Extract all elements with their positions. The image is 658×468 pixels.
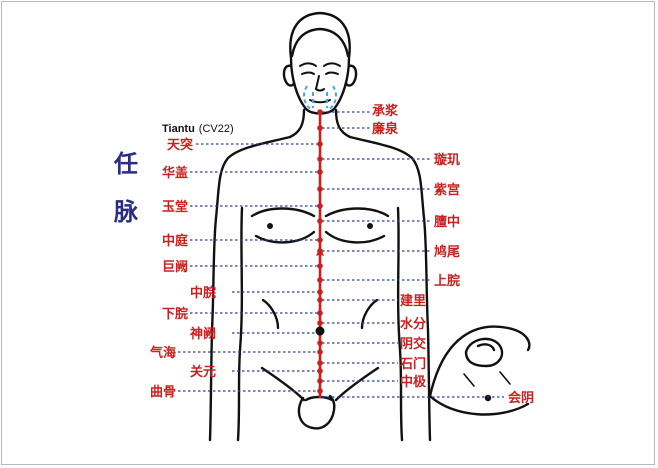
meridian-title-char2: 脉 xyxy=(113,197,139,226)
left-nipple xyxy=(267,223,273,229)
acupoint-dot-0 xyxy=(317,141,323,147)
acupoint-dot-14 xyxy=(317,186,323,192)
acupoint-dot-21 xyxy=(317,360,323,366)
face-features xyxy=(300,63,340,102)
acupoint-label-shanzhong: 膻中 xyxy=(434,214,460,230)
acupoint-dot-19 xyxy=(317,320,323,326)
acupoint-label-chengjiang: 承浆 xyxy=(372,103,399,119)
acupoint-label-lianquan: 廉泉 xyxy=(372,121,399,137)
acupoint-label-guanyuan: 关元 xyxy=(190,364,216,380)
acupoint-label-qugu: 曲骨 xyxy=(150,384,176,400)
acupoint-label-zhongwan: 中脘 xyxy=(190,285,216,301)
acupoint-dot-1 xyxy=(317,169,323,175)
acupoint-label-shimen: 石门 xyxy=(399,356,426,372)
acupoint-dot-15 xyxy=(317,218,323,224)
acupoint-dot-3 xyxy=(317,237,323,243)
acupoint-dot-17 xyxy=(317,277,323,283)
acupoint-label-huagai: 华盖 xyxy=(162,165,188,181)
acupoint-label-shuifen: 水分 xyxy=(400,316,426,332)
acupoint-dot-13 xyxy=(317,156,323,162)
acupoint-label-shenque: 神阙 xyxy=(190,326,216,342)
acupoint-dot-20 xyxy=(317,340,323,346)
tiantu-caption-code: (CV22) xyxy=(199,123,234,135)
acupoint-dot-2 xyxy=(317,203,323,209)
acupoint-label-jiuwei: 鸠尾 xyxy=(434,244,460,260)
acupoint-dot-18 xyxy=(317,297,323,303)
acupoint-label-shangwan: 上脘 xyxy=(434,273,460,289)
acupoint-label-yinjiao: 阴交 xyxy=(400,336,426,352)
acupoint-label-xuanji: 璇玑 xyxy=(434,152,460,168)
acupoint-label-yutang: 玉堂 xyxy=(162,199,188,215)
acupoint-dot-6 xyxy=(317,310,323,316)
navel-point xyxy=(316,327,325,336)
acupoint-label-huiyin: 会阴 xyxy=(508,390,534,406)
acupoint-dot-9 xyxy=(317,368,323,374)
acupoint-label-zhongting: 中庭 xyxy=(162,233,189,249)
tiantu-caption: Tiantu (CV22) xyxy=(162,123,234,135)
right-nipple xyxy=(367,223,373,229)
meridian-title-char1: 任 xyxy=(113,149,138,178)
acupoint-label-juque: 巨阙 xyxy=(162,259,188,275)
acupoint-label-jianli: 建里 xyxy=(400,293,426,309)
acupoint-dot-22 xyxy=(317,378,323,384)
ren-meridian-line xyxy=(316,109,325,398)
acupoint-label-tiantu: 天突 xyxy=(167,137,193,153)
tiantu-caption-name: Tiantu xyxy=(162,123,195,135)
acupoint-dot-5 xyxy=(317,289,323,295)
huiyin-point xyxy=(485,395,491,401)
acupoint-label-xiawan: 下脘 xyxy=(162,306,188,322)
acupoint-dot-11 xyxy=(317,109,323,115)
acupoint-dot-10 xyxy=(317,388,323,394)
acupoint-dot-8 xyxy=(317,349,323,355)
acupoint-dot-12 xyxy=(317,125,323,131)
acupoint-label-zigong: 紫宫 xyxy=(434,182,460,198)
acupoint-label-qihai: 气海 xyxy=(150,345,176,361)
acupoint-label-zhongji: 中极 xyxy=(400,374,427,390)
